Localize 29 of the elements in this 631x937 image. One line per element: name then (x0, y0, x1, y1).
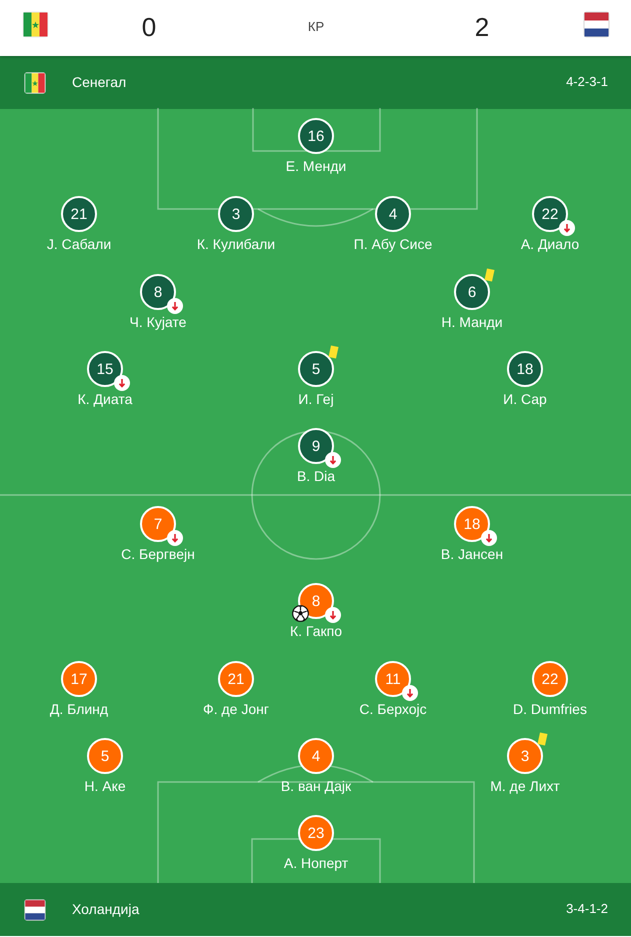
player-name: К. Гакпо (290, 623, 342, 640)
player-name: Д. Блинд (50, 701, 108, 718)
away-score: 2 (474, 12, 490, 42)
formation: 3-4-1-2 (566, 901, 608, 917)
player-name: А. Диало (520, 236, 580, 253)
player-name: М. де Лихт (490, 778, 560, 795)
player-name: В. Dia (296, 468, 336, 485)
player-name: П. Абу Сисе (354, 236, 432, 253)
player-name: А. Ноперт (284, 855, 348, 872)
player-name: К. Кулибали (196, 236, 276, 253)
player-name: Н. Манди (441, 314, 503, 331)
player-name: С. Бергвејн (121, 546, 195, 563)
home-score: 0 (140, 12, 158, 42)
player-name: Ч. Кујате (130, 314, 186, 331)
player-name: В. ван Дајк (280, 778, 352, 795)
team-name: Холандија (72, 901, 140, 917)
player-name: Ј. Сабали (46, 236, 112, 253)
team-name: Сенегал (72, 74, 126, 90)
player-name: Н. Аке (84, 778, 126, 795)
player-name: К. Диата (78, 391, 132, 408)
player-name: И. Геј (298, 391, 334, 408)
player-name: Е. Менди (286, 158, 346, 175)
player-name: Ф. де Јонг (203, 701, 269, 718)
player-name: С. Берхојс (359, 701, 427, 718)
player-name: В. Јансен (440, 546, 504, 563)
formation: 4-2-3-1 (566, 74, 608, 90)
player-name: D. Dumfries (513, 701, 587, 718)
match-status: КР (306, 19, 326, 35)
player-name: И. Сар (503, 391, 547, 408)
